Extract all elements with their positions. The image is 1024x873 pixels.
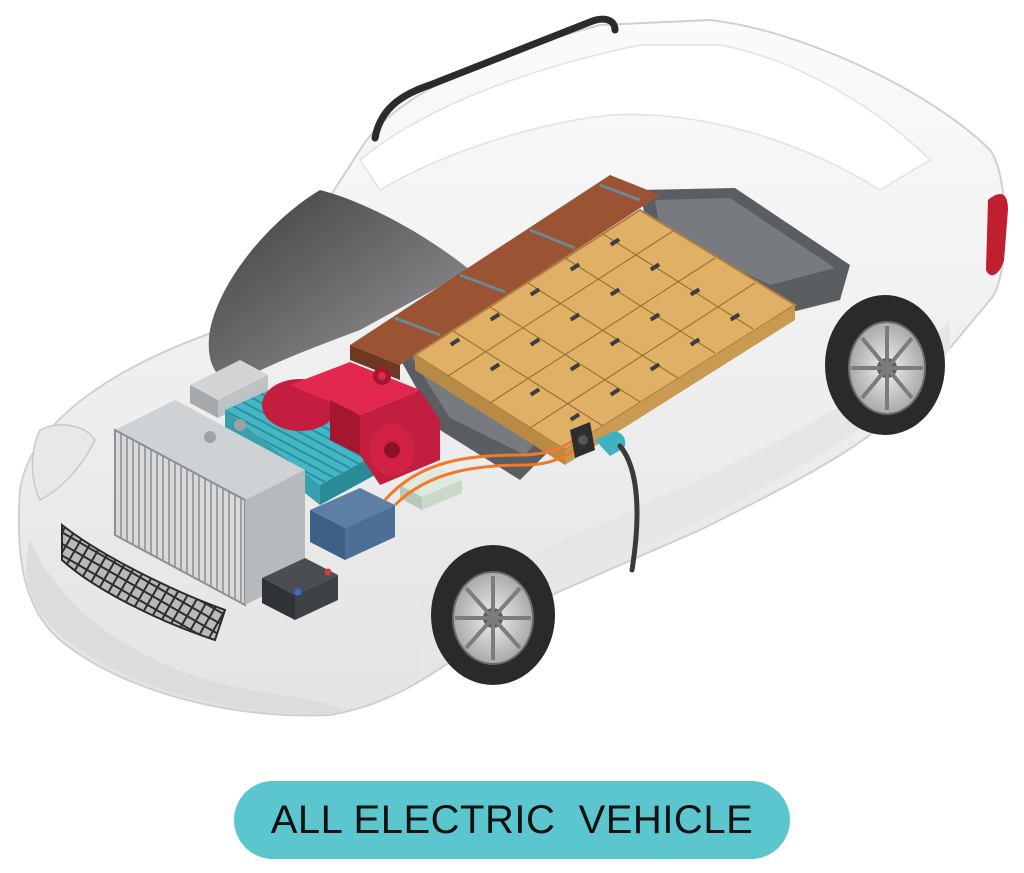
- battery-module-icon: [447, 230, 756, 429]
- charging-port-icon: [570, 422, 595, 458]
- high-voltage-wiring: [383, 433, 587, 507]
- headlight: [31, 424, 96, 502]
- title-label: ALL ELECTRIC VEHICLE: [270, 797, 754, 842]
- 12v-battery-icon: [262, 558, 338, 620]
- controller-box-icon: [190, 360, 268, 418]
- charging-cable-icon: [595, 431, 640, 573]
- electric-motor-icon: [262, 362, 440, 485]
- roof-rail-icon: [371, 15, 619, 142]
- ev-cutaway-illustration: [17, 15, 1008, 717]
- windshield: [208, 190, 470, 381]
- wheel-icon: [431, 545, 555, 685]
- wheel-icon: [825, 295, 945, 435]
- battery-pack: [350, 175, 850, 480]
- front-grille-icon: [61, 522, 227, 642]
- power-electronics-module: [310, 488, 395, 560]
- battery-terminals: [449, 237, 741, 422]
- title-banner: ALL ELECTRIC VEHICLE: [234, 781, 790, 859]
- radiator-icon: [114, 400, 305, 607]
- tail-light-icon: [986, 194, 1008, 276]
